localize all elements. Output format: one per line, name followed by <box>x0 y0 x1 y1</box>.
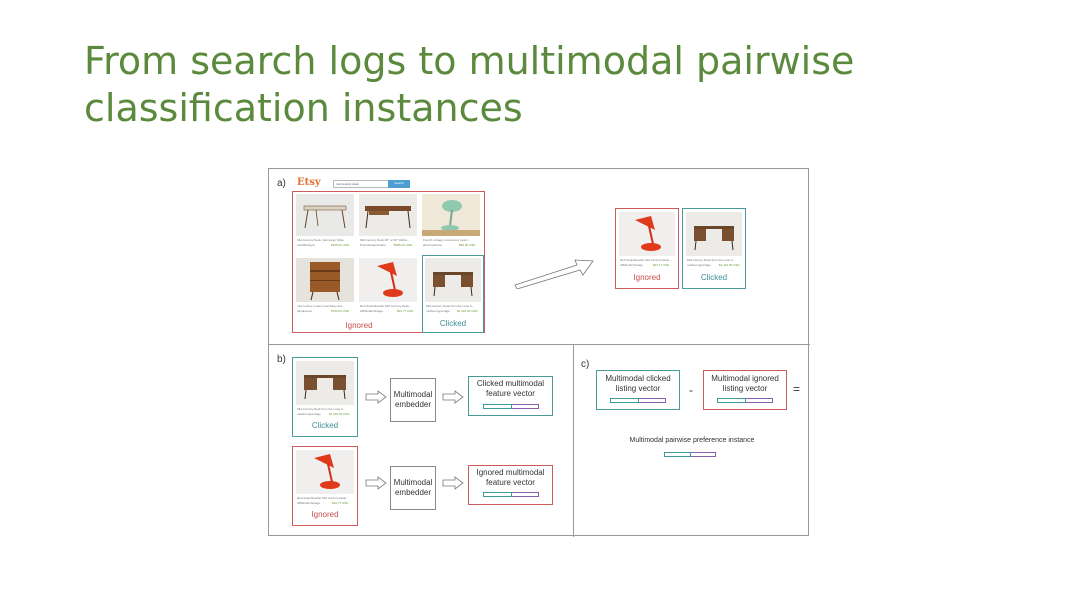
listing-shop: daydreams <box>297 309 312 313</box>
arrow-right-up-icon <box>514 259 594 289</box>
result-price: $32.77 USD <box>653 263 670 267</box>
clicked-listing-vector-bar <box>610 398 666 403</box>
ignored-feature-vector-box <box>468 465 553 505</box>
clicked-vector-line1: Clicked multimodal <box>476 379 545 388</box>
ignored-listing-card <box>292 446 358 526</box>
listing-thumb-secretary[interactable] <box>296 258 354 302</box>
listing-shop: GBStudioVintage <box>360 309 383 313</box>
preference-instance-bar <box>664 452 716 457</box>
clicked-shop: melbourngvintage <box>297 412 321 416</box>
listing-thumb-desk-walnut[interactable] <box>359 194 417 236</box>
panel-b-label: b) <box>277 354 286 365</box>
ignored-vector-line1: Ignored multimodal <box>476 468 545 477</box>
embedder-line1: Multimodal <box>393 390 433 399</box>
ignored-group-border <box>292 191 485 333</box>
ignored-caption: Red Scandinavian Mid Century Desk... <box>297 496 349 500</box>
multimodal-embedder-box: Multimodal embedder <box>390 466 436 510</box>
arrow-right-icon <box>365 476 387 490</box>
search-input[interactable]: mid century desk <box>333 180 389 188</box>
ignored-listing-line2: listing vector <box>722 384 768 393</box>
clicked-listing-vector-box <box>596 370 680 410</box>
divider-horizontal <box>269 344 810 345</box>
listing-caption: mid century modern secretary des... <box>297 304 345 308</box>
result-caption: Mid Century Desk from the Lane A... <box>687 258 736 262</box>
ignored-feature-vector-label: Ignored multimodal feature vector <box>468 467 553 489</box>
listing-thumb-lamp-red[interactable] <box>359 258 417 302</box>
result-caption: Red Scandinavian Mid Century Desk... <box>620 258 672 262</box>
listing-caption: French vintage mid-century desk l... <box>423 238 471 242</box>
listing-thumb-desk-white[interactable] <box>296 194 354 236</box>
listing-price: $1,416.00 USD <box>457 309 478 313</box>
listing-shop: melbourngvintage <box>426 309 450 313</box>
clicked-feature-vector-box <box>468 376 553 416</box>
result-clicked-label: Clicked <box>700 273 728 282</box>
ignored-thumb-lamp-red[interactable] <box>296 450 354 494</box>
result-clicked-card <box>682 208 746 289</box>
multimodal-embedder-box: Multimodal embedder <box>390 378 436 422</box>
result-price: $1,416.00 USD <box>719 263 740 267</box>
listing-thumb-desk-lane[interactable] <box>425 258 481 302</box>
clicked-label: Clicked <box>311 421 339 430</box>
result-shop: melbourngvintage <box>687 263 711 267</box>
listing-shop: CHWDesigns <box>297 243 316 247</box>
divider-vertical <box>573 344 574 537</box>
clicked-listing-card <box>292 357 358 437</box>
panel-c-label: c) <box>581 359 590 370</box>
listing-price: $769.00 USD <box>331 309 350 313</box>
arrow-right-icon <box>442 390 464 404</box>
listing-price: $60.00 USD <box>459 243 476 247</box>
search-button[interactable]: Search <box>388 180 410 188</box>
result-ignored-card <box>615 208 679 289</box>
ignored-listing-line1: Multimodal ignored <box>711 374 779 383</box>
listing-thumb-lamp-green[interactable] <box>422 194 480 236</box>
clicked-group-border <box>422 255 484 333</box>
embedder-line2: embedder <box>394 488 432 497</box>
clicked-thumb-desk-lane[interactable] <box>296 361 354 405</box>
clicked-listing-line1: Multimodal clicked <box>605 374 671 383</box>
listing-caption: Mid-Century Desk | Entryway Table <box>297 238 344 242</box>
clicked-listing-line2: listing vector <box>615 384 661 393</box>
listing-price: $985.00 USD <box>394 243 413 247</box>
result-ignored-label: Ignored <box>633 273 661 282</box>
embedder-line1: Multimodal <box>393 478 433 487</box>
figure: a) Etsy mid century desk Search Ignored … <box>268 168 810 537</box>
ignored-listing-vector-bar <box>717 398 773 403</box>
arrow-right-icon <box>442 476 464 490</box>
clicked-listing-vector-label: Multimodal clicked listing vector <box>596 373 680 395</box>
etsy-logo: Etsy <box>297 177 321 188</box>
ignored-feature-vector-bar <box>483 492 539 497</box>
preference-instance-label: Multimodal pairwise preference instance <box>629 437 755 444</box>
clicked-caption: Mid Century Desk from the Lane A... <box>297 407 346 411</box>
result-thumb-desk-lane[interactable] <box>686 212 742 256</box>
clicked-feature-vector-label: Clicked multimodal feature vector <box>468 378 553 400</box>
ignored-price: $32.77 USD <box>332 501 349 505</box>
listing-shop: PrismDesignStudio <box>360 243 386 247</box>
result-thumb-lamp-red[interactable] <box>619 212 675 256</box>
ignored-listing-vector-label: Multimodal ignored listing vector <box>703 373 787 395</box>
ignored-shop: GBStudioVintage <box>297 501 320 505</box>
ignored-label: Ignored <box>311 510 339 519</box>
ignored-listing-vector-box <box>703 370 787 410</box>
slide-title: From search logs to multimodal pairwise … <box>84 39 855 130</box>
clicked-feature-vector-bar <box>483 404 539 409</box>
ignored-vector-line2: feature vector <box>486 478 535 487</box>
clicked-price: $1,416.00 USD <box>329 412 350 416</box>
arrow-right-icon <box>365 390 387 404</box>
listing-price: $495.00 USD <box>331 243 350 247</box>
equals-sign: = <box>793 382 801 396</box>
listing-caption: Mid Century Desk 48" or 60" Walnu... <box>360 238 410 242</box>
ignored-group-label: Ignored <box>345 321 373 330</box>
clicked-vector-line2: feature vector <box>486 389 535 398</box>
minus-sign: - <box>689 383 693 397</box>
panel-a-label: a) <box>277 178 286 189</box>
embedder-line2: embedder <box>394 400 432 409</box>
listing-caption: Mid Century Desk from the Lane A... <box>426 304 475 308</box>
result-shop: GBStudioVintage <box>620 263 643 267</box>
listing-caption: Red Scandinavian Mid Century Desk... <box>360 304 412 308</box>
listing-shop: labonnefrance <box>423 243 443 247</box>
clicked-group-label: Clicked <box>439 319 467 328</box>
listing-price: $32.77 USD <box>397 309 414 313</box>
